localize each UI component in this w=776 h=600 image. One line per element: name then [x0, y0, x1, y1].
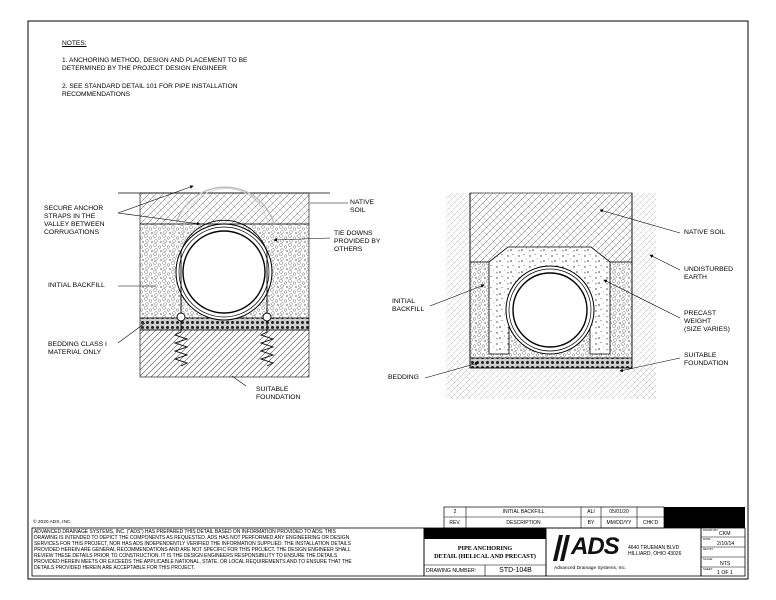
precast-backfill-line-1: INITIAL — [392, 298, 416, 305]
precast-weight-line-2: WEIGHT — [684, 318, 712, 325]
address-line-1: 4640 TRUEMAN BLVD — [628, 545, 680, 551]
rev-header-by: BY — [587, 520, 595, 526]
helical-foundation-line-2: FOUNDATION — [256, 394, 301, 401]
rev-by-label: REV BY: — [703, 547, 714, 551]
precast-weight-line-3: (SIZE VARIES) — [684, 326, 730, 333]
sheet-value: 1 OF 1 — [717, 570, 733, 576]
precast-foundation-line-1: SUITABLE — [684, 352, 717, 359]
ads-logo-slashes-icon — [553, 535, 570, 561]
drawing-number-label: DRAWING NUMBER: — [426, 568, 477, 574]
secure-anchor-line-4: CORRUGATIONS — [44, 229, 100, 236]
date-value: 2/10/14 — [717, 541, 735, 547]
note-1-line-2: DETERMINED BY THE PROJECT DESIGN ENGINEE… — [62, 65, 227, 72]
precast-weight-line-1: PRECAST — [684, 310, 717, 317]
rev-header-description: DESCRIPTION — [506, 520, 541, 526]
disclaimer-line-1: ADVANCED DRAINAGE SYSTEMS, INC. ("ADS") … — [34, 529, 336, 535]
sheet-label: SHEET: — [703, 567, 713, 571]
drawing-title-line-1: PIPE ANCHORING — [457, 545, 513, 552]
note-1-line-1: 1. ANCHORING METHOD, DESIGN AND PLACEMEN… — [62, 57, 248, 64]
helical-detail — [117, 185, 348, 387]
undisturbed-line-1: UNDISTURBED — [684, 266, 734, 273]
precast-foundation-line-2: FOUNDATION — [684, 360, 729, 367]
tie-downs-line-1: TIE DOWNS — [334, 230, 373, 237]
ads-logo: ADS — [553, 533, 623, 563]
secure-anchor-line-3: VALLEY BETWEEN — [44, 221, 105, 228]
drawn-by-label: DRAWN BY: — [703, 528, 719, 532]
disclaimer-line-4: PROVIDED HEREIN ARE GENERAL RECOMMENDATI… — [34, 547, 351, 553]
rev-row-rev: 2 — [453, 509, 457, 515]
scale-label: SCALE: — [703, 557, 713, 561]
title-block-header-bar — [424, 528, 546, 539]
drawn-by-value: CKM — [719, 531, 731, 537]
rev-header-date: MM/DD/YY — [606, 520, 632, 526]
precast-bedding: BEDDING — [388, 374, 419, 381]
precast-native-soil: NATIVE SOIL — [684, 229, 726, 236]
rev-header-rev: REV. — [449, 520, 461, 526]
copyright: © 2020 ADS, INC. — [33, 520, 72, 525]
address-line-2: HILLIARD, OHIO 43026 — [628, 551, 682, 557]
drawing-number: STD-104B — [499, 567, 532, 574]
date-label: DATE: — [703, 537, 712, 541]
secure-anchor-line-2: STRAPS IN THE — [44, 213, 96, 220]
helical-bedding-line-1: BEDDING CLASS I — [48, 341, 107, 348]
notes-title: NOTES: — [62, 40, 87, 47]
company-name: Advanced Drainage Systems, Inc. — [554, 566, 627, 571]
rev-row-by: ALI — [587, 509, 595, 515]
rev-row-date: 05/01/20 — [609, 509, 629, 515]
note-2-line-1: 2. SEE STANDARD DETAIL 101 FOR PIPE INST… — [62, 83, 238, 90]
disclaimer-line-5: REVIEW THESE DETAILS PRIOR TO CONSTRUCTI… — [34, 553, 338, 559]
disclaimer-line-3: SERVICES FOR THIS PROJECT, NOR HAS ADS I… — [34, 541, 351, 547]
disclaimer-line-7: DETAILS PROVIDED HEREIN ARE ACCEPTABLE F… — [34, 565, 195, 571]
rev-header-chkd: CHK'D — [642, 520, 659, 526]
disclaimer-line-2: DRAWING IS INTENDED TO DEPICT THE COMPON… — [34, 535, 350, 541]
helical-native-soil-line-2: SOIL — [350, 207, 366, 214]
rev-row-description: INITIAL BACKFILL — [502, 509, 545, 515]
precast-backfill-line-2: BACKFILL — [392, 306, 425, 313]
tie-downs-line-3: OTHERS — [334, 246, 363, 253]
helical-initial-backfill: INITIAL BACKFILL — [48, 282, 105, 289]
helical-native-soil-line-1: NATIVE — [350, 199, 375, 206]
ads-logo-text: ADS — [571, 533, 620, 560]
tie-downs-line-2: PROVIDED BY — [334, 238, 381, 245]
disclaimer-line-6: PROVIDED HEREIN MEETS OR EXCEEDS THE APP… — [34, 559, 352, 565]
note-2-line-2: RECOMMENDATIONS — [62, 91, 131, 98]
title-block-black-bar — [664, 507, 745, 528]
helical-foundation-line-1: SUITABLE — [256, 386, 289, 393]
undisturbed-line-2: EARTH — [684, 274, 707, 281]
precast-detail — [424, 192, 681, 399]
helical-bedding-line-2: MATERIAL ONLY — [48, 349, 102, 356]
drawing-title-line-2: DETAIL (HELICAL AND PRECAST) — [434, 553, 536, 560]
sheet-border — [27, 20, 749, 580]
secure-anchor-line-1: SECURE ANCHOR — [44, 205, 104, 212]
scale-value: NTS — [720, 561, 731, 567]
